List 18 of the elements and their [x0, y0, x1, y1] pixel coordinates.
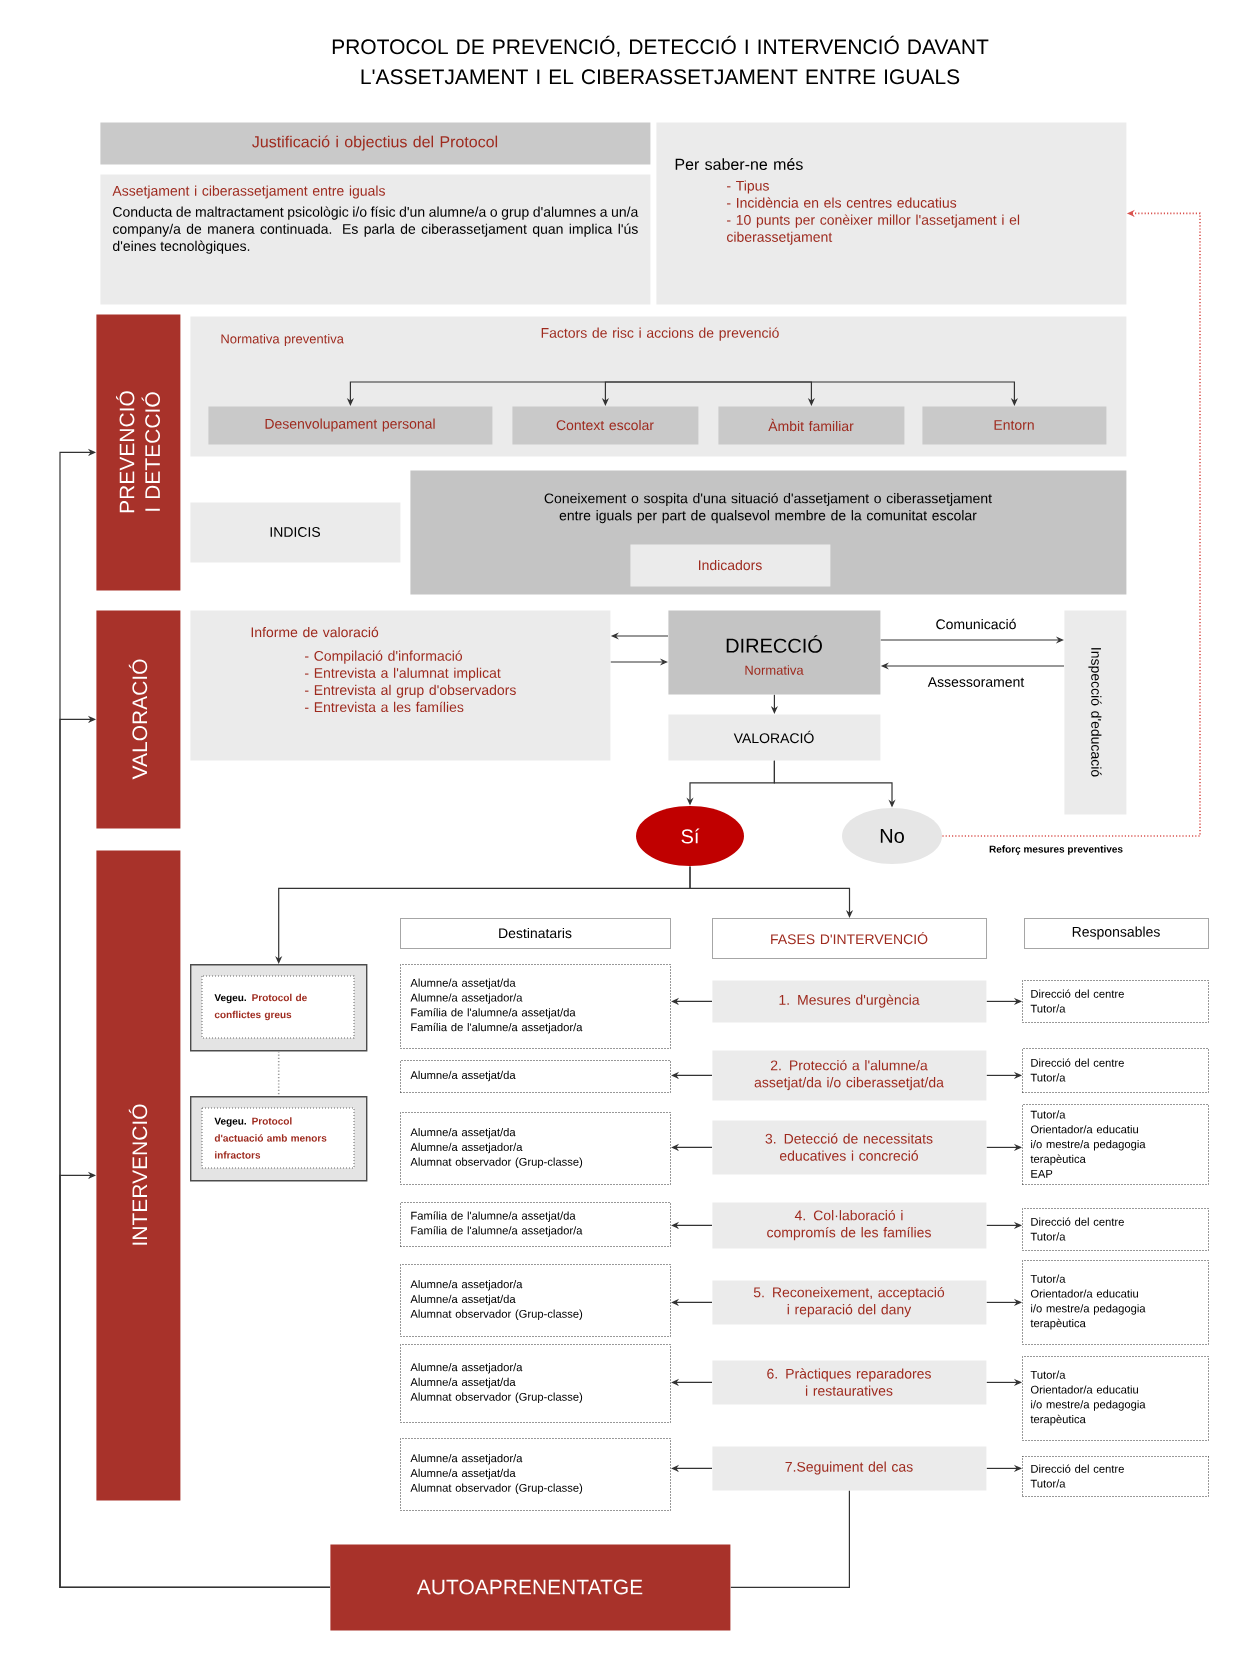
arrow — [986, 997, 1022, 1005]
arrow — [986, 1378, 1022, 1386]
arrow — [659, 381, 1018, 406]
connector-line — [730, 1490, 850, 1588]
arrow — [986, 1221, 1022, 1229]
arrow — [986, 1143, 1022, 1151]
arrow — [59, 1171, 331, 1588]
title: PROTOCOL DE PREVENCIÓ, DETECCIÓ I INTERVENCIÓ DAVANT L'ASSETJAMENT I EL CIBERASSETJAMENT ENTRE IGUALS — [332, 35, 989, 85]
arrow — [986, 1071, 1022, 1079]
arrow — [986, 1464, 1022, 1472]
section-bar: INTERVENCIÓ — [96, 850, 181, 1501]
section-header: Justificació i objectius del Protocol — [100, 122, 651, 165]
arrow — [986, 1298, 1022, 1306]
connector-line — [277, 1050, 280, 1097]
section-bar: VALORACIÓ — [96, 610, 181, 829]
arrow — [689, 865, 854, 918]
learning-box: AUTOAPRENENTATGE — [330, 1544, 731, 1631]
section-bar: PREVENCIÓ I DETECCIÓ — [96, 314, 181, 591]
